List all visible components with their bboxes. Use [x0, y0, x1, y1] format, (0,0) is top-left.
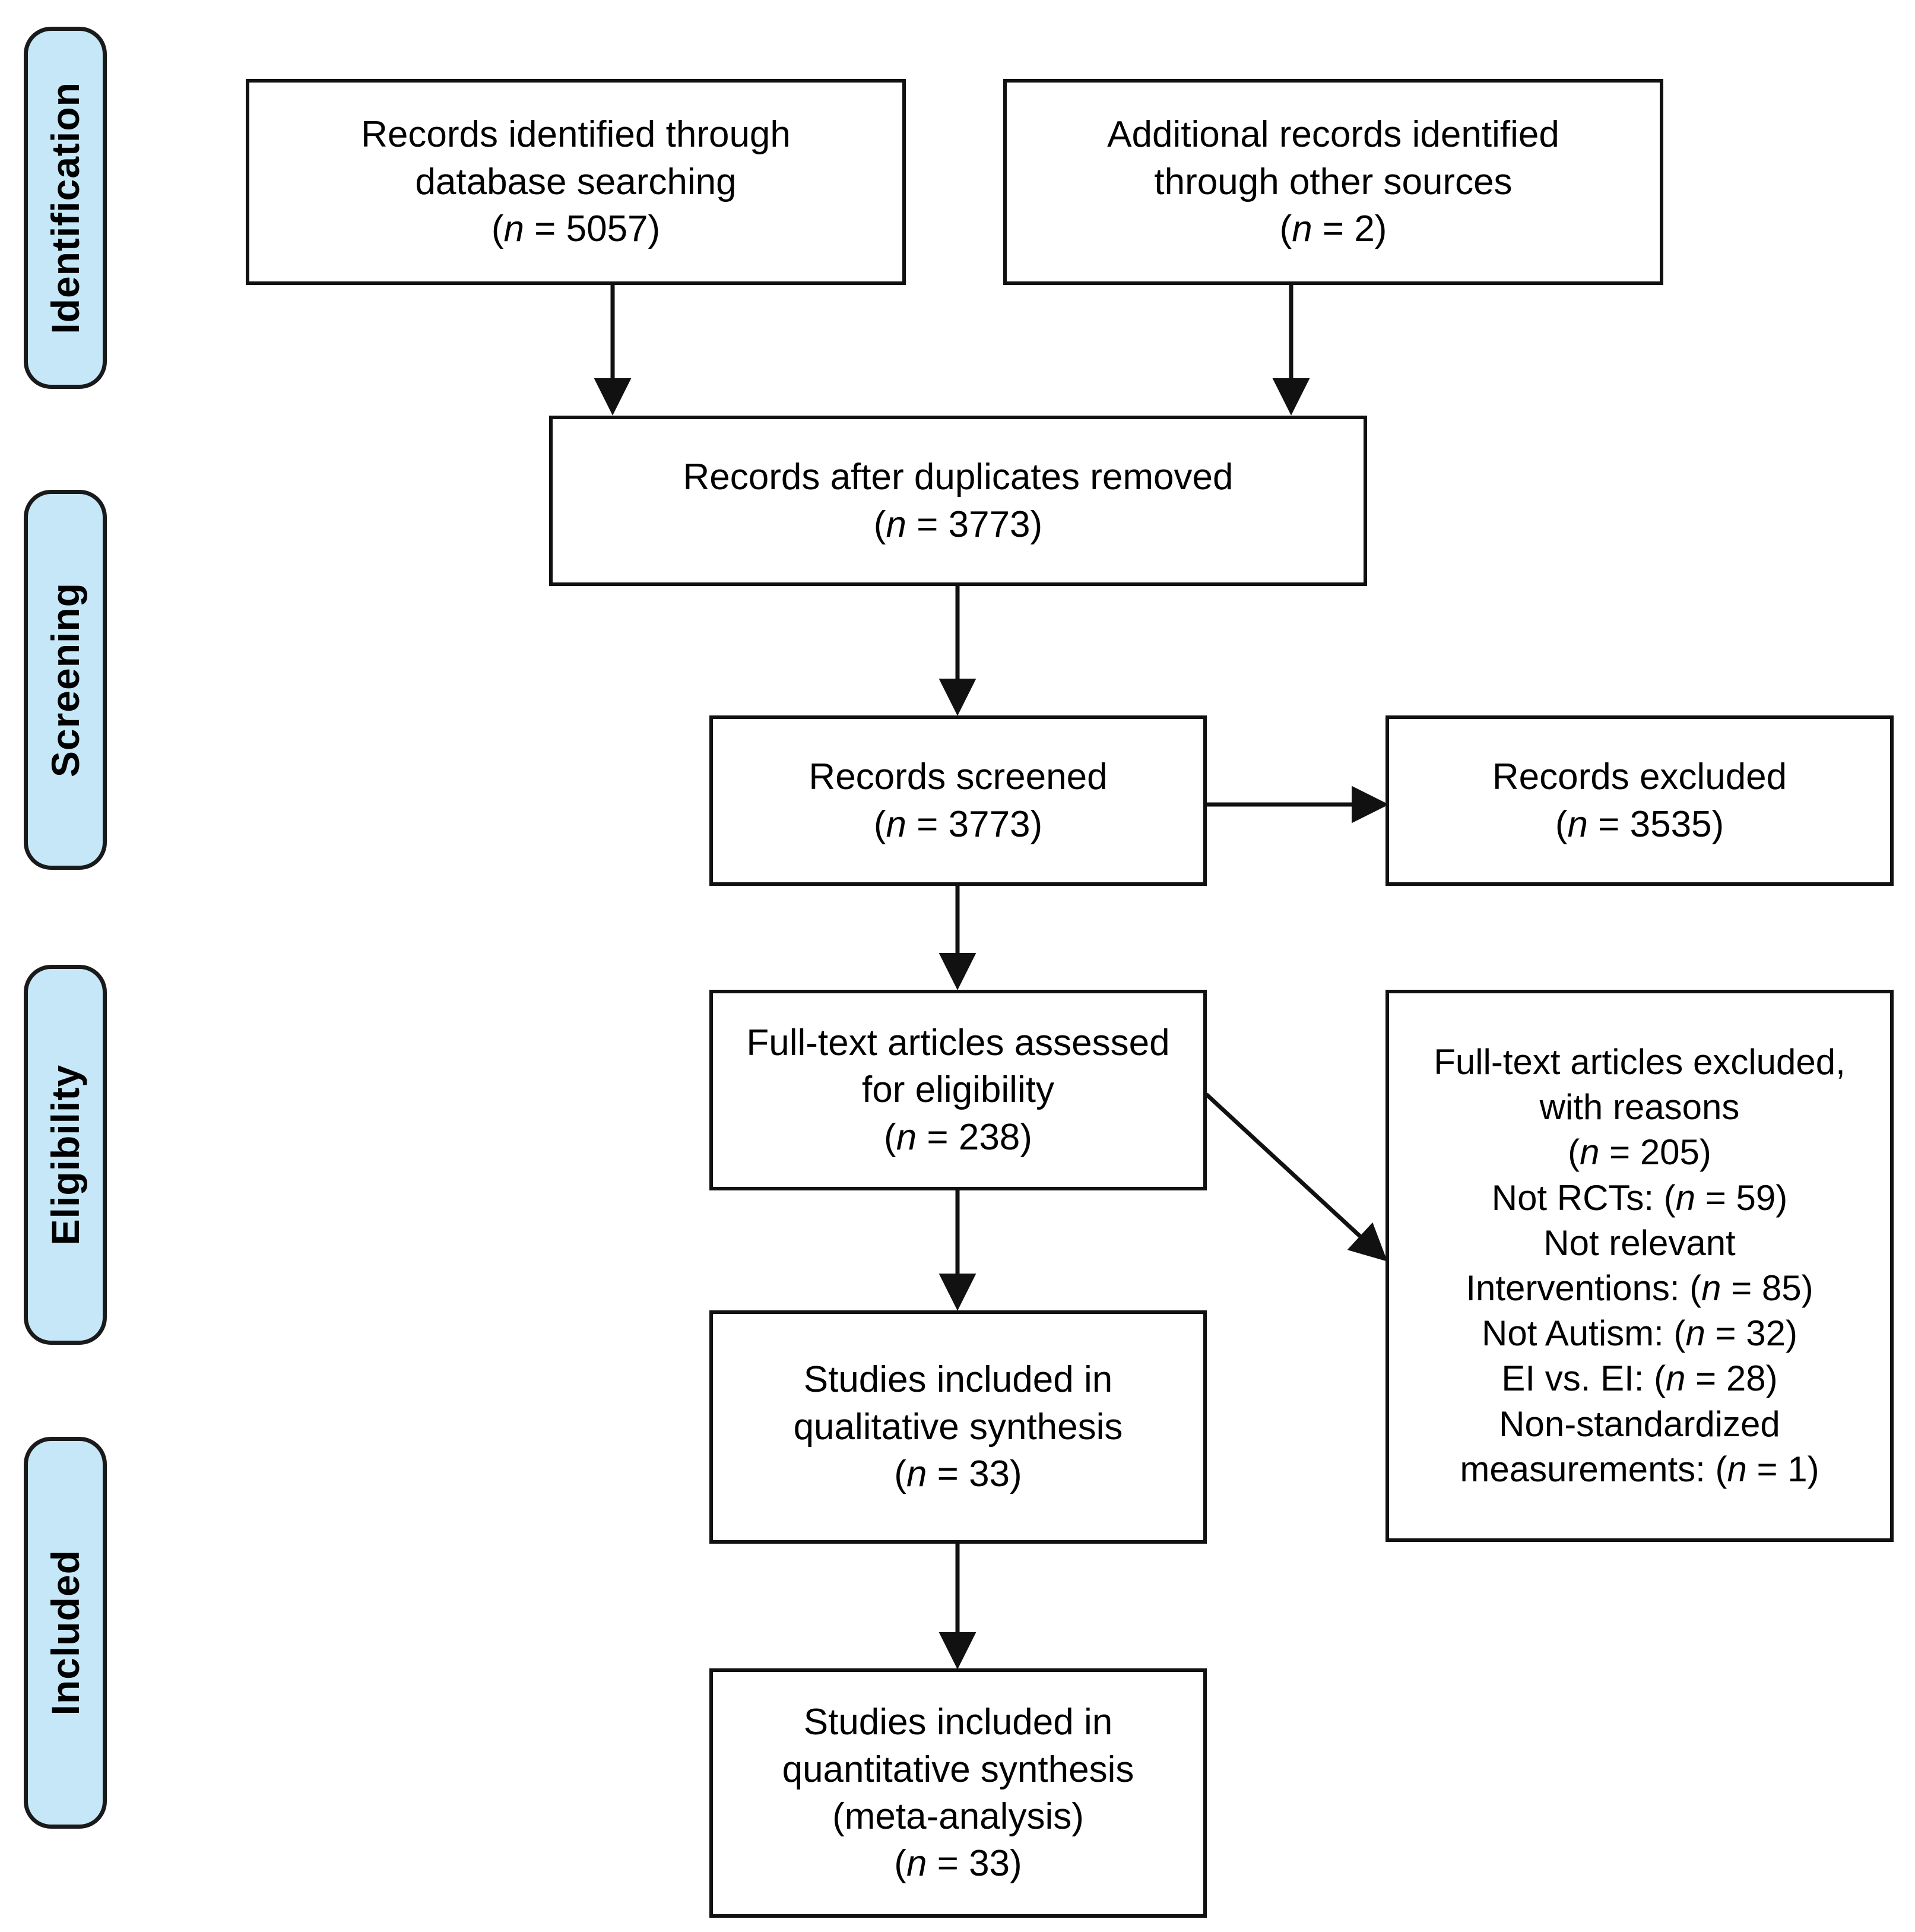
stage-label-eligibility: Eligibility	[24, 965, 107, 1345]
stage-label-screening: Screening	[24, 490, 107, 870]
box-fulltext-assessed-text: Full-text articles assessed for eligibil…	[746, 1022, 1170, 1158]
stage-label-identification: Identification	[24, 27, 107, 389]
box-fulltext-excluded-with-reasons: Full-text articles excluded, with reason…	[1385, 990, 1894, 1542]
box-additional-records-other-sources-text: Additional records identified through ot…	[1107, 114, 1559, 250]
box-records-screened-text: Records screened (n = 3773)	[809, 756, 1108, 845]
box-fulltext-assessed: Full-text articles assessed for eligibil…	[709, 990, 1207, 1190]
box-fulltext-excluded-with-reasons-text: Full-text articles excluded, with reason…	[1434, 1042, 1846, 1489]
box-quantitative-synthesis: Studies included in quantitative synthes…	[709, 1668, 1207, 1918]
stage-label-eligibility-text: Eligibility	[43, 1064, 87, 1246]
stage-label-included-text: Included	[43, 1550, 87, 1716]
box-records-after-duplicates-removed: Records after duplicates removed (n = 37…	[549, 416, 1367, 586]
box-additional-records-other-sources: Additional records identified through ot…	[1003, 79, 1663, 285]
box-records-identified-database: Records identified through database sear…	[246, 79, 906, 285]
box-qualitative-synthesis: Studies included in qualitative synthesi…	[709, 1310, 1207, 1544]
box-records-excluded: Records excluded (n = 3535)	[1385, 715, 1894, 886]
box-qualitative-synthesis-text: Studies included in qualitative synthesi…	[793, 1359, 1123, 1495]
box-records-excluded-text: Records excluded (n = 3535)	[1492, 756, 1787, 845]
stage-label-included: Included	[24, 1437, 107, 1829]
box-records-identified-database-text: Records identified through database sear…	[361, 114, 791, 250]
stage-label-screening-text: Screening	[43, 582, 87, 778]
box-records-after-duplicates-removed-text: Records after duplicates removed (n = 37…	[683, 457, 1234, 545]
box-records-screened: Records screened (n = 3773)	[709, 715, 1207, 886]
stage-label-identification-text: Identification	[43, 81, 87, 334]
box-quantitative-synthesis-text: Studies included in quantitative synthes…	[782, 1702, 1134, 1885]
